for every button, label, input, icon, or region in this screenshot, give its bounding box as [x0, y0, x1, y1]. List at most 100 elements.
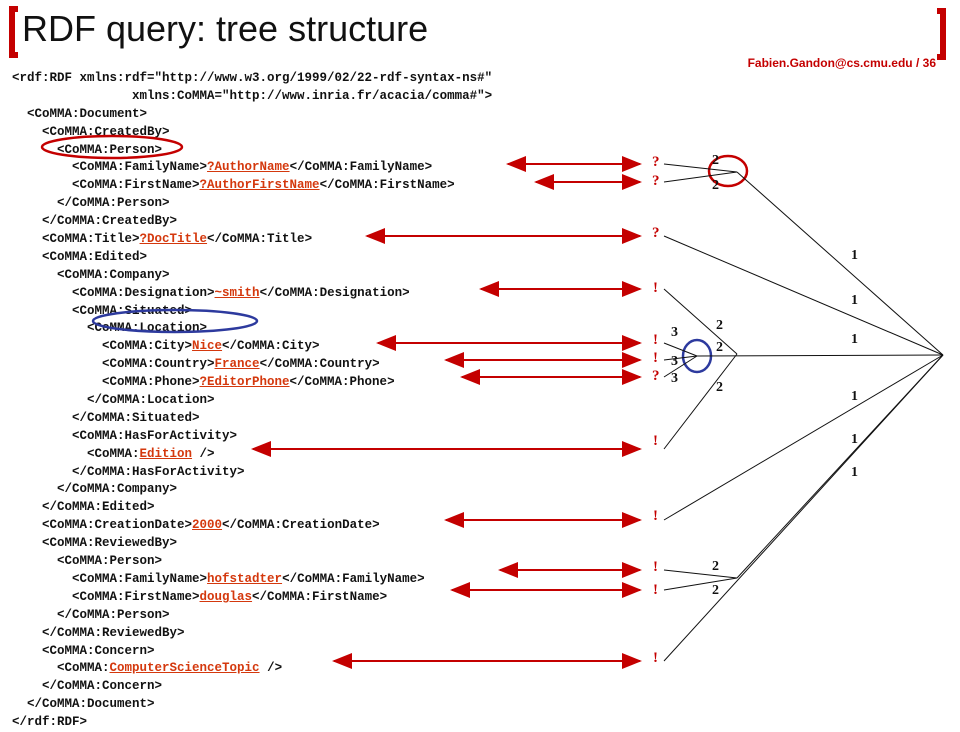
code-text: <CoMMA:Concern>	[12, 643, 155, 658]
person-highlight-ellipse	[40, 134, 184, 160]
code-text: </CoMMA:Phone>	[289, 375, 395, 390]
code-line: </CoMMA:HasForActivity>	[12, 464, 492, 482]
code-line: </CoMMA:Document>	[12, 696, 492, 714]
query-marker: !	[653, 280, 658, 296]
code-line: <CoMMA:Person>	[12, 553, 492, 571]
query-variable: ?AuthorFirstName	[199, 178, 320, 193]
code-text: </CoMMA:Document>	[12, 697, 155, 712]
code-text: </CoMMA:FamilyName>	[282, 571, 425, 586]
code-line: <CoMMA:HasForActivity>	[12, 428, 492, 446]
query-variable: France	[214, 357, 260, 372]
right-bracket-decoration	[937, 8, 946, 60]
query-variable: ComputerScienceTopic	[109, 661, 260, 676]
query-marker: ?	[652, 225, 660, 241]
depth-label: 1	[851, 432, 858, 447]
code-text: <CoMMA:	[12, 661, 110, 676]
query-variable: ?EditorPhone	[199, 375, 290, 390]
code-line: </CoMMA:ReviewedBy>	[12, 625, 492, 643]
depth-label: 2	[716, 380, 723, 395]
code-text: </CoMMA:Concern>	[12, 679, 163, 694]
depth-label: 2	[716, 340, 723, 355]
query-variable: hofstadter	[207, 571, 283, 586]
depth-label: 2	[712, 559, 719, 574]
code-text: <CoMMA:Person>	[12, 142, 163, 157]
depth-label: 2	[712, 153, 719, 168]
code-line: <CoMMA:Title>?DocTitle</CoMMA:Title>	[12, 231, 492, 249]
code-line: <CoMMA:FamilyName>?AuthorName</CoMMA:Fam…	[12, 159, 492, 177]
code-text: </CoMMA:Company>	[12, 482, 178, 497]
location-highlight-ellipse	[91, 308, 259, 334]
code-line: <CoMMA:Person>	[12, 142, 492, 160]
code-text: </CoMMA:ReviewedBy>	[12, 625, 185, 640]
query-marker: !	[653, 332, 658, 348]
code-text: xmlns:CoMMA="http://www.inria.fr/acacia/…	[12, 88, 493, 103]
code-line: <CoMMA:FirstName>?AuthorFirstName</CoMMA…	[12, 177, 492, 195]
code-line: <CoMMA:City>Nice</CoMMA:City>	[12, 338, 492, 356]
code-text: <CoMMA:Document>	[12, 106, 148, 121]
depth-label: 3	[671, 354, 678, 369]
code-line: <rdf:RDF xmlns:rdf="http://www.w3.org/19…	[12, 70, 492, 88]
code-text: <CoMMA:FirstName>	[12, 589, 200, 604]
code-line: </CoMMA:Location>	[12, 392, 492, 410]
code-text: </CoMMA:Edited>	[12, 500, 155, 515]
tree-lines	[663, 163, 944, 662]
query-marker: !	[653, 433, 658, 449]
depth-label: 2	[712, 178, 719, 193]
depth-label: 1	[851, 293, 858, 308]
code-text: <CoMMA:Country>	[12, 357, 215, 372]
code-text: <CoMMA:City>	[12, 339, 193, 354]
code-text: <CoMMA:Edited>	[12, 249, 148, 264]
code-text: </CoMMA:Title>	[207, 232, 313, 247]
code-text: </CoMMA:Country>	[259, 357, 380, 372]
code-text: <CoMMA:FamilyName>	[12, 160, 208, 175]
code-line: <CoMMA:ReviewedBy>	[12, 535, 492, 553]
binding-arrows	[251, 156, 642, 669]
code-line: <CoMMA:CreationDate>2000</CoMMA:Creation…	[12, 517, 492, 535]
depth-label: 1	[851, 248, 858, 263]
code-line: <CoMMA:Document>	[12, 106, 492, 124]
code-line: <CoMMA:FirstName>douglas</CoMMA:FirstNam…	[12, 589, 492, 607]
code-line: xmlns:CoMMA="http://www.inria.fr/acacia/…	[12, 88, 492, 106]
code-text: <CoMMA:Designation>	[12, 285, 215, 300]
code-line: <CoMMA:ComputerScienceTopic />	[12, 660, 492, 678]
code-text: </CoMMA:CreatedBy>	[12, 214, 178, 229]
code-text: </CoMMA:City>	[222, 339, 320, 354]
code-text: </CoMMA:Person>	[12, 196, 170, 211]
slide-title: RDF query: tree structure	[22, 8, 429, 49]
query-variable: ?DocTitle	[139, 232, 208, 247]
code-line: </CoMMA:Edited>	[12, 499, 492, 517]
code-line: <CoMMA:Country>France</CoMMA:Country>	[12, 356, 492, 374]
query-marker: !	[653, 508, 658, 524]
code-text: </CoMMA:Situated>	[12, 410, 200, 425]
code-line: </CoMMA:Company>	[12, 481, 492, 499]
query-marker: !	[653, 650, 658, 666]
code-text: </CoMMA:Location>	[12, 393, 215, 408]
code-text: <CoMMA:Title>	[12, 232, 140, 247]
depth-label: 1	[851, 465, 858, 480]
code-text: </CoMMA:Person>	[12, 607, 170, 622]
depth-label: 1	[851, 389, 858, 404]
author-footer: Fabien.Gandon@cs.cmu.edu / 36	[747, 56, 936, 70]
code-line: </CoMMA:Person>	[12, 607, 492, 625]
query-marker: ?	[652, 368, 660, 384]
query-variable: douglas	[199, 589, 253, 604]
depth-label: 2	[716, 318, 723, 333]
query-marker: !	[653, 350, 658, 366]
code-text: <CoMMA:	[12, 446, 140, 461]
code-line: </CoMMA:CreatedBy>	[12, 213, 492, 231]
code-text: <CoMMA:Person>	[12, 554, 163, 569]
code-text: <CoMMA:Company>	[12, 267, 170, 282]
depth-label: 3	[671, 371, 678, 386]
person-node-ellipse	[707, 154, 749, 188]
code-line: <CoMMA:Designation>~smith</CoMMA:Designa…	[12, 285, 492, 303]
code-text: </CoMMA:FamilyName>	[289, 160, 433, 175]
code-line: <CoMMA:CreatedBy>	[12, 124, 492, 142]
rdf-code-block: <rdf:RDF xmlns:rdf="http://www.w3.org/19…	[12, 70, 492, 732]
code-text: <rdf:RDF xmlns:rdf="http://www.w3.org/19…	[12, 71, 493, 85]
left-bracket-decoration	[9, 6, 18, 58]
code-text: </CoMMA:FirstName>	[252, 589, 388, 604]
code-text: <CoMMA:CreatedBy>	[12, 124, 170, 139]
query-variable: Edition	[139, 446, 193, 461]
code-text: <CoMMA:FamilyName>	[12, 571, 208, 586]
